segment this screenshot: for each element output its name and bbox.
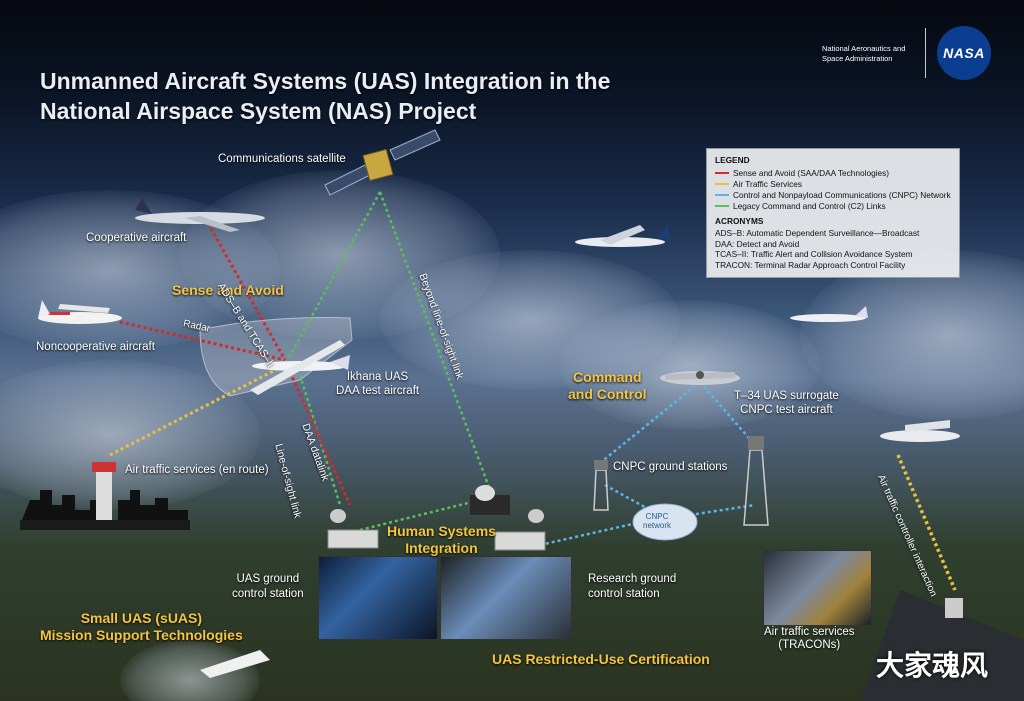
page-title: Unmanned Aircraft Systems (UAS) Integrat…	[40, 66, 610, 126]
label-command-and-control: Command and Control	[568, 369, 647, 402]
ats-enroute-link	[109, 363, 286, 457]
legend-item-label: Legacy Command and Control (C2) Links	[733, 200, 886, 211]
business-jet-icon	[790, 306, 868, 322]
cnpc-network-cloud-icon	[632, 503, 698, 541]
title-line-1: Unmanned Aircraft Systems (UAS) Integrat…	[40, 68, 611, 94]
city-skyline-icon	[20, 462, 190, 530]
label-small-uas: Small UAS (sUAS) Mission Support Technol…	[40, 610, 243, 643]
agency-name-line-1: National Aeronautics and	[822, 44, 906, 53]
legend-item-label: Air Traffic Services	[733, 178, 803, 189]
cloud	[560, 300, 820, 430]
atc-interaction-link	[896, 454, 957, 591]
acronym-item: TRACON: Terminal Radar Approach Control …	[715, 259, 906, 270]
label-ats-enroute: Air traffic services (en route)	[125, 464, 269, 476]
acronyms-title: ACRONYMS	[715, 216, 764, 226]
label-human-systems-integration: Human Systems Integration	[387, 523, 496, 556]
acronym-list: ADS–B: Automatic Dependent Surveillance—…	[715, 228, 951, 270]
ikhana-uas-icon	[250, 340, 350, 395]
legend-swatch	[715, 171, 729, 174]
acronym-item: ADS–B: Automatic Dependent Surveillance—…	[715, 228, 920, 238]
cnpc-link	[689, 503, 756, 517]
title-line-2: National Airspace System (NAS) Project	[40, 98, 477, 124]
legend-item: Control and Nonpayload Communications (C…	[715, 189, 951, 200]
label-uas-ground-control-station: UAS ground control station	[232, 573, 304, 600]
satellite-dish-icon	[470, 485, 510, 515]
c2-link-satellite-ikhana	[283, 191, 382, 366]
legend-title: LEGEND	[715, 155, 750, 165]
legend-items: Sense and Avoid (SAA/DAA Technologies)Ai…	[715, 167, 951, 211]
gcs-antenna-icon	[327, 509, 379, 549]
t34-aircraft-icon	[660, 371, 740, 385]
label-noncooperative-aircraft: Noncooperative aircraft	[36, 341, 155, 353]
beyond-los-link	[378, 191, 492, 491]
tracon-facility-photo	[763, 550, 872, 626]
watermark-text: 大家魂风	[876, 649, 989, 682]
label-restricted-use-certification: UAS Restricted-Use Certification	[492, 651, 710, 667]
acronym-item: DAA: Detect and Avoid	[715, 238, 800, 249]
predator-uas-icon	[880, 420, 960, 442]
label-cnpc-network: CNPC network	[643, 512, 672, 530]
agency-divider	[925, 28, 926, 78]
label-ikhana-uas: Ikhana UAS DAA test aircraft	[336, 371, 420, 397]
radar-cone	[199, 317, 353, 397]
airport-runway-icon	[860, 590, 1024, 701]
legend-item: Sense and Avoid (SAA/DAA Technologies)	[715, 167, 951, 178]
legend: LEGEND Sense and Avoid (SAA/DAA Technolo…	[706, 148, 960, 278]
label-cooperative-aircraft: Cooperative aircraft	[86, 232, 187, 244]
cnpc-tower-icon	[743, 436, 769, 526]
legend-item: Air Traffic Services	[715, 178, 951, 189]
uas-ground-control-station-photo	[318, 556, 438, 640]
acronym-item: TCAS–II: Traffic Alert and Collision Avo…	[715, 249, 913, 259]
research-ground-control-station-photo	[440, 556, 572, 640]
ground-c2-link	[359, 498, 481, 532]
cnpc-tower-icon	[593, 460, 609, 511]
radar-link	[119, 320, 286, 362]
cloud	[800, 250, 1024, 420]
small-uas-icon	[200, 650, 270, 678]
legend-swatch	[715, 193, 729, 196]
label-research-ground-control-station: Research ground control station	[588, 573, 677, 600]
legend-item: Legacy Command and Control (C2) Links	[715, 200, 951, 211]
label-ats-tracons: Air traffic services (TRACONs)	[764, 626, 855, 651]
daa-datalink	[288, 371, 352, 506]
cnpc-link	[539, 518, 651, 547]
legend-swatch	[715, 204, 729, 207]
cooperative-aircraft-icon	[135, 198, 265, 232]
label-sense-and-avoid: Sense and Avoid	[172, 282, 284, 298]
satellite-icon	[324, 129, 441, 196]
airliner-icon	[575, 225, 670, 247]
agency-name-line-2: Space Administration	[822, 54, 893, 63]
label-cnpc-ground-stations: CNPC ground stations	[613, 461, 728, 473]
label-t34: T–34 UAS surrogate CNPC test aircraft	[734, 390, 839, 416]
legend-item-label: Control and Nonpayload Communications (C…	[733, 189, 951, 200]
noncooperative-aircraft-icon	[38, 300, 122, 324]
label-communications-satellite: Communications satellite	[218, 153, 346, 165]
cnpc-link	[699, 381, 756, 446]
legend-item-label: Sense and Avoid (SAA/DAA Technologies)	[733, 167, 890, 178]
gcs-antenna-icon	[494, 509, 546, 551]
cloud	[120, 640, 260, 701]
legend-swatch	[715, 182, 729, 185]
nasa-logo-icon: NASA	[937, 26, 991, 80]
cnpc-link	[604, 483, 651, 512]
nasa-logo-text: NASA	[943, 45, 985, 61]
agency-name: National Aeronautics and Space Administr…	[822, 44, 905, 64]
